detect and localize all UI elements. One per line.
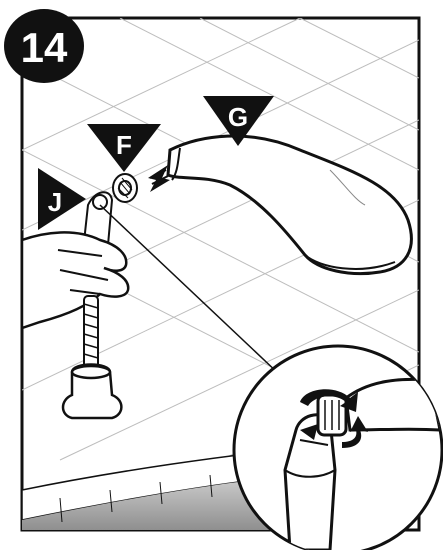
hose: [84, 296, 98, 368]
step-number-badge: 14: [4, 9, 84, 83]
step-number: 14: [21, 24, 68, 71]
callout-g-letter: G: [228, 102, 248, 132]
callout-f-letter: F: [116, 130, 132, 160]
detail-inset: [234, 346, 442, 550]
callout-j-letter: J: [48, 187, 62, 217]
